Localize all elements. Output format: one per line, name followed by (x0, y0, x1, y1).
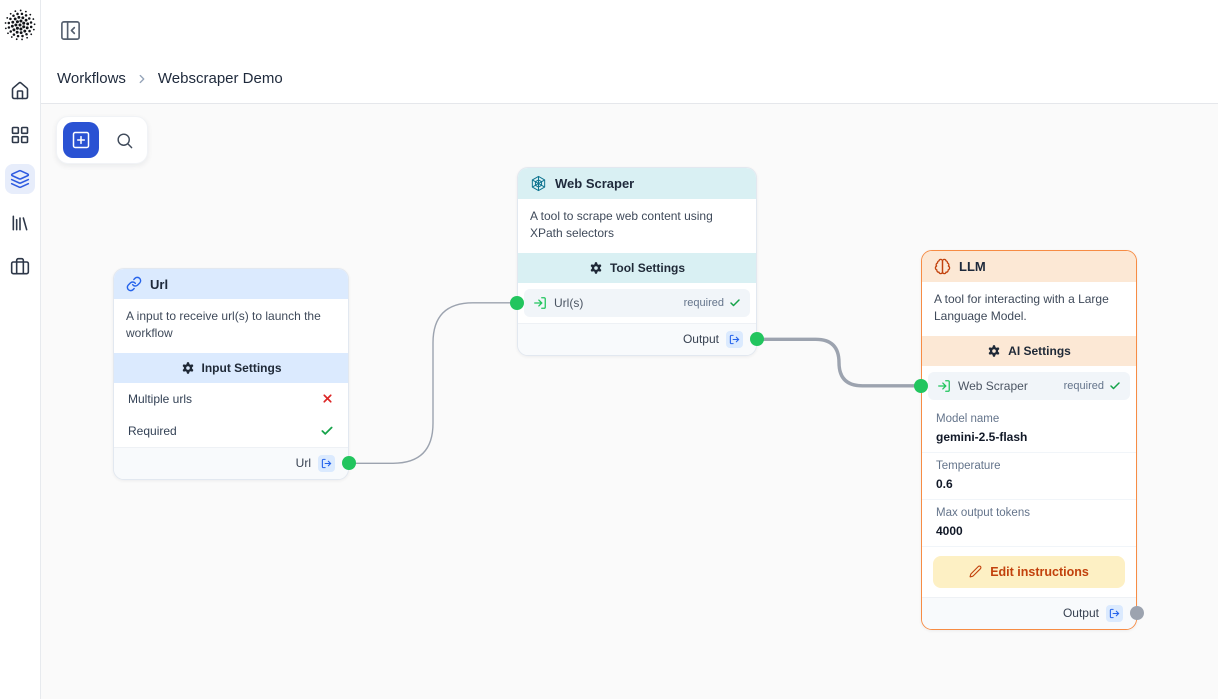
field-value: 0.6 (936, 476, 953, 491)
required-badge: required (683, 296, 724, 309)
field-value: gemini-2.5-flash (936, 429, 1028, 444)
rail-nav (5, 76, 35, 282)
plus-square-icon (72, 131, 90, 149)
output-handle[interactable] (342, 456, 356, 471)
node-description: A tool for interacting with a Large Lang… (922, 282, 1136, 336)
node-section-header: Tool Settings (518, 252, 756, 283)
check-icon (321, 426, 333, 435)
log-out-icon (726, 330, 743, 348)
panel-left-close-icon[interactable] (57, 17, 83, 43)
log-in-icon (938, 379, 950, 392)
canvas-toolbar (56, 116, 148, 164)
setting-row-required: Required (114, 415, 348, 447)
edge-webscraper-to-llm[interactable] (757, 337, 921, 388)
node-title: Url (150, 276, 169, 292)
check-icon (1110, 382, 1120, 390)
node-llm-header: LLM (922, 251, 1136, 282)
grid-icon (11, 126, 29, 144)
breadcrumb: Workflows Webscraper Demo (57, 70, 283, 87)
sidebar-item-home[interactable] (5, 76, 35, 106)
gear-icon (590, 261, 602, 274)
search-button[interactable] (107, 123, 141, 157)
field-label: Max output tokens (936, 506, 1030, 519)
output-handle[interactable] (1130, 606, 1144, 621)
section-label: Tool Settings (609, 260, 686, 275)
field-model-name: Model name gemini-2.5-flash (922, 406, 1136, 452)
home-icon (11, 81, 29, 100)
library-icon (12, 215, 28, 231)
x-icon (323, 394, 332, 403)
node-description: A input to receive url(s) to launch the … (114, 299, 348, 353)
sidebar-item-library[interactable] (5, 208, 35, 238)
setting-row-multiple-urls: Multiple urls (114, 383, 348, 415)
field-label: Model name (936, 412, 1000, 425)
field-value: 4000 (936, 523, 963, 538)
edit-instructions-label: Edit instructions (990, 564, 1089, 579)
node-llm[interactable]: LLM A tool for interacting with a Large … (914, 250, 1144, 630)
output-label: Output (1062, 606, 1099, 621)
gear-icon (182, 361, 193, 374)
node-url[interactable]: Url A input to receive url(s) to launch … (113, 268, 356, 480)
field-label: Temperature (936, 459, 1001, 472)
link-icon (126, 276, 142, 292)
pencil-icon (969, 565, 982, 578)
breadcrumb-current: Webscraper Demo (157, 70, 283, 87)
output-label: Output (682, 332, 719, 347)
chevron-right-icon (135, 72, 149, 86)
node-web-scraper[interactable]: Web Scraper A tool to scrape web content… (510, 167, 764, 356)
input-label: Url(s) (554, 295, 584, 310)
section-label: Input Settings (201, 360, 282, 375)
app-logo[interactable] (2, 7, 38, 43)
sidebar-item-workflows[interactable] (5, 164, 35, 194)
input-handle[interactable] (510, 295, 524, 310)
sidebar-item-apps[interactable] (5, 120, 35, 150)
edit-instructions-button[interactable]: Edit instructions (933, 555, 1125, 588)
section-label: AI Settings (1008, 343, 1071, 358)
output-label: Url (295, 456, 311, 471)
node-web-scraper-header: Web Scraper (518, 168, 756, 199)
log-in-icon (534, 296, 546, 309)
web-icon (531, 175, 546, 192)
field-max-output-tokens: Max output tokens 4000 (922, 498, 1136, 546)
log-out-icon (1106, 604, 1123, 622)
log-out-icon (318, 454, 335, 472)
node-output-row: Output (922, 596, 1144, 629)
node-section-header: Input Settings (114, 352, 348, 383)
add-node-button[interactable] (63, 122, 99, 158)
field-temperature: Temperature 0.6 (922, 451, 1136, 499)
brain-icon (934, 258, 951, 275)
breadcrumb-workflows[interactable]: Workflows (57, 70, 126, 87)
node-description: A tool to scrape web content using XPath… (518, 199, 756, 253)
output-handle[interactable] (750, 332, 764, 347)
edge-layer (349, 302, 921, 464)
node-url-header: Url (114, 269, 348, 299)
node-title: Web Scraper (555, 176, 635, 191)
node-title: LLM (959, 259, 986, 274)
input-port-row: Web Scraper required (914, 371, 1130, 400)
input-handle[interactable] (914, 378, 928, 393)
workflow-canvas[interactable]: Url A input to receive url(s) to launch … (41, 104, 1218, 699)
input-port-row: Url(s) required (510, 288, 750, 317)
setting-label: Multiple urls (128, 391, 193, 406)
setting-label: Required (128, 423, 177, 438)
search-icon (116, 132, 132, 148)
edge-url-to-webscraper[interactable] (349, 302, 517, 464)
edit-instructions-row: Edit instructions (922, 545, 1136, 597)
required-badge: required (1063, 379, 1104, 392)
node-output-row: Output (518, 322, 764, 355)
input-label: Web Scraper (958, 378, 1028, 393)
node-section-header: AI Settings (922, 335, 1136, 366)
sidebar-item-jobs[interactable] (5, 252, 35, 282)
top-header: Workflows Webscraper Demo (41, 0, 1218, 104)
gear-icon (988, 344, 1000, 357)
layers-icon (10, 169, 30, 189)
node-output-row: Url (114, 446, 356, 479)
icon-rail (0, 0, 41, 699)
briefcase-icon (10, 257, 30, 275)
check-icon (730, 299, 740, 307)
